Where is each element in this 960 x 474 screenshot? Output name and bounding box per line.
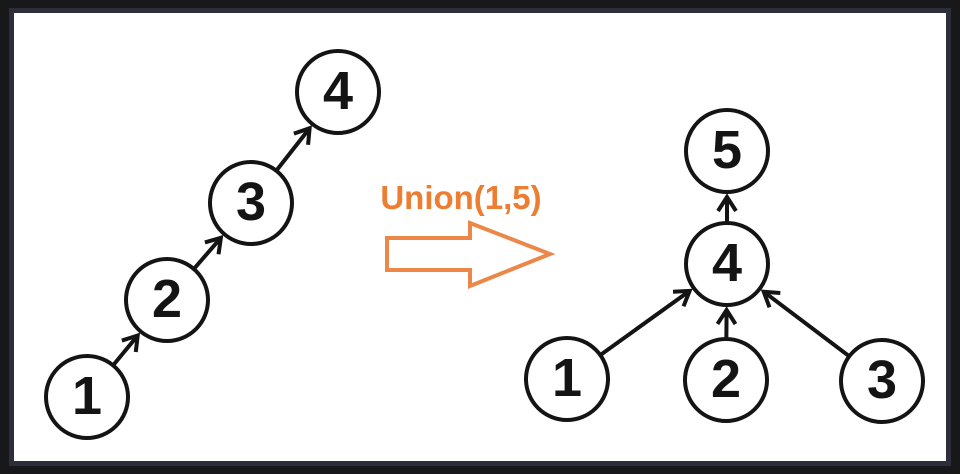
- node-label: 1: [71, 366, 103, 426]
- graph-node-R5: 5: [684, 108, 770, 194]
- graph-node-L1: 1: [44, 354, 130, 440]
- node-label: 2: [710, 349, 742, 409]
- graph-node-R2: 2: [683, 337, 769, 423]
- node-label: 4: [322, 61, 354, 121]
- graph-node-L3: 3: [208, 160, 294, 246]
- graph-node-R1: 1: [524, 336, 610, 422]
- union-label: Union(1,5): [380, 179, 542, 216]
- node-label: 3: [866, 350, 898, 410]
- graph-node-R3: 3: [839, 338, 925, 424]
- graph-node-L4: 4: [295, 49, 381, 135]
- node-label: 4: [711, 233, 743, 293]
- node-label: 2: [151, 269, 183, 329]
- right-arrow-icon: [385, 220, 556, 289]
- graph-node-R4: 4: [684, 221, 770, 307]
- diagram-canvas: [9, 8, 951, 466]
- node-label: 3: [235, 172, 267, 232]
- node-label: 1: [551, 348, 583, 408]
- graph-node-L2: 2: [124, 257, 210, 343]
- node-label: 5: [711, 120, 743, 180]
